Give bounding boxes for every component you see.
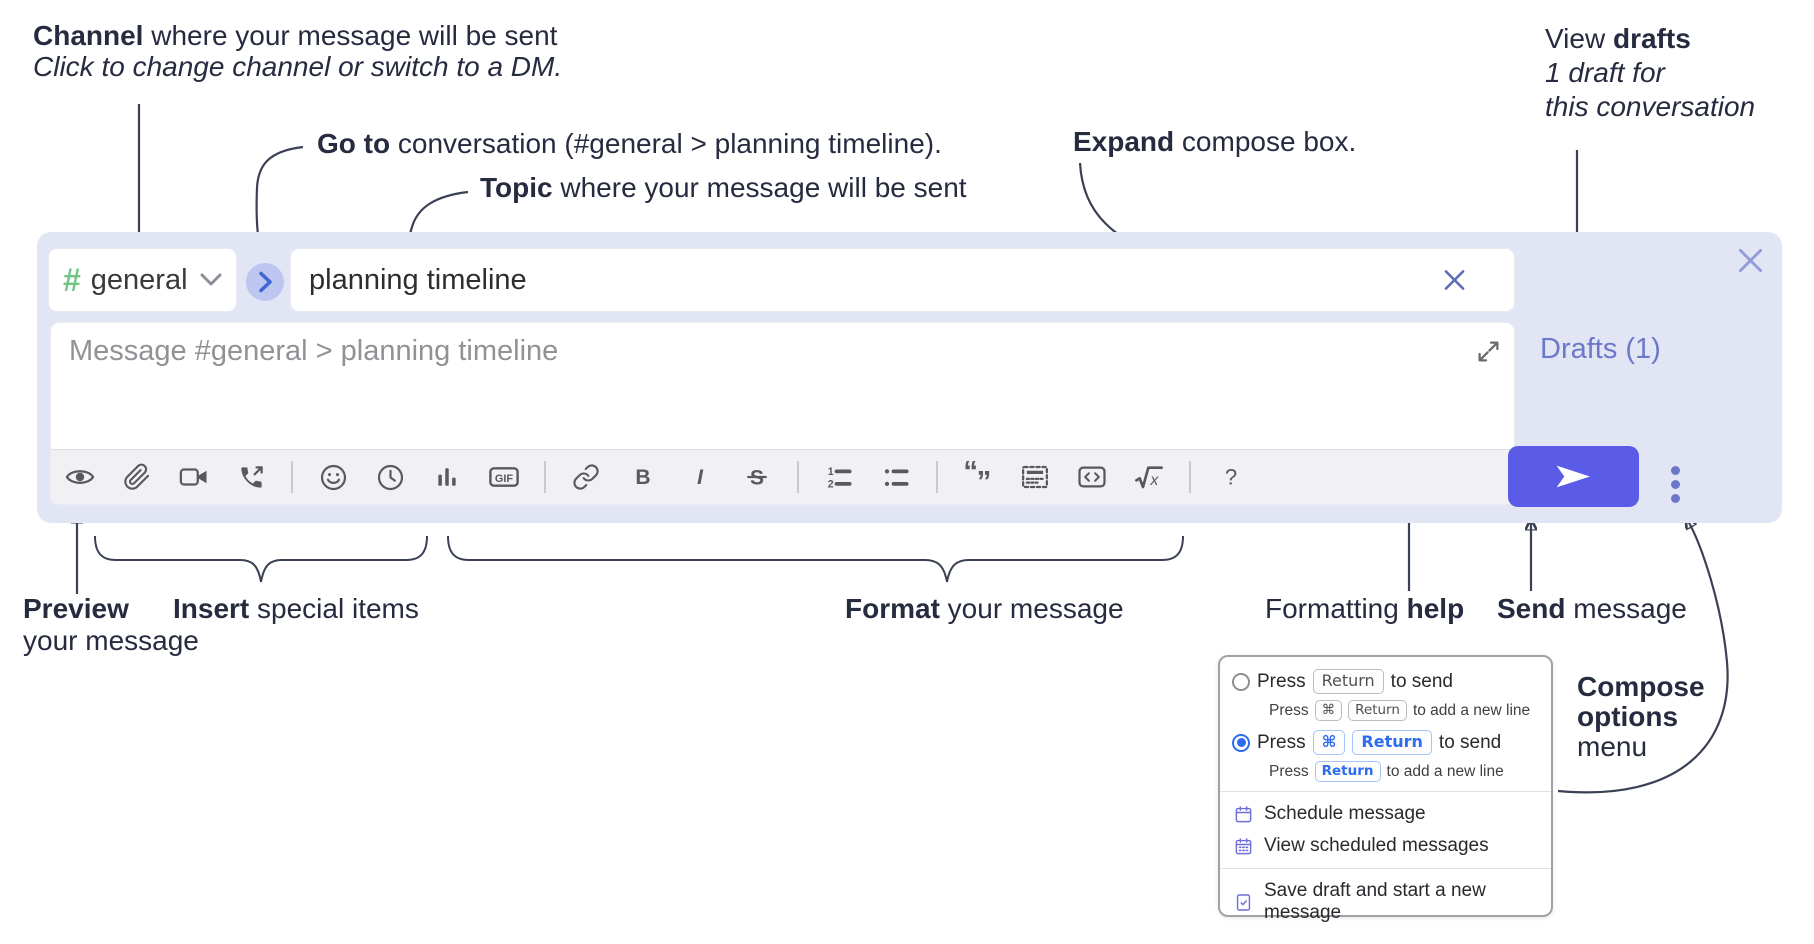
drafts-link[interactable]: Drafts (1) xyxy=(1540,333,1661,365)
expand-compose-button[interactable] xyxy=(1476,339,1501,364)
close-icon xyxy=(1738,248,1762,272)
link-icon[interactable] xyxy=(569,460,603,494)
note-topic: Topic where your message will be sent xyxy=(480,172,967,203)
channel-selector-label: general xyxy=(90,263,188,296)
svg-text:“: “ xyxy=(963,461,978,488)
calendar-icon xyxy=(1235,805,1252,822)
compose-options-popup: Press Return to send Press ⌘ Return to a… xyxy=(1218,655,1553,923)
expand-icon xyxy=(1478,341,1499,362)
calendar-grid-icon xyxy=(1235,837,1252,854)
note-send: Send message xyxy=(1497,593,1687,624)
voice-call-icon[interactable] xyxy=(234,460,268,494)
go-to-conversation-button[interactable] xyxy=(246,263,284,301)
svg-text:x: x xyxy=(1149,472,1159,489)
message-compose-panel: Message #general > planning timeline xyxy=(50,322,1515,505)
send-icon xyxy=(1556,465,1590,488)
note-view-drafts: View drafts 1 draft for this conversatio… xyxy=(1545,23,1756,122)
note-channel: Channel where your message will be sent … xyxy=(33,20,563,82)
return-keycap: Return xyxy=(1314,761,1381,782)
radio-unselected[interactable] xyxy=(1232,672,1250,691)
popup-divider xyxy=(1220,868,1551,869)
note-expand: Expand compose box. xyxy=(1073,126,1357,157)
poll-chart-icon[interactable] xyxy=(430,460,464,494)
video-call-icon[interactable] xyxy=(177,460,211,494)
message-placeholder: Message #general > planning timeline xyxy=(69,335,559,367)
cmd-keycap: ⌘ xyxy=(1312,730,1346,755)
menu-item-save-draft[interactable]: Save draft and start a new message xyxy=(1220,875,1551,929)
send-option-return-sub: Press ⌘ Return to add a new line xyxy=(1220,697,1551,724)
gif-icon[interactable]: GIF xyxy=(487,460,521,494)
math-icon[interactable]: x xyxy=(1132,460,1166,494)
insert-brace xyxy=(94,535,428,583)
preview-eye-icon[interactable] xyxy=(63,460,97,494)
quote-icon[interactable]: “” xyxy=(961,460,995,494)
toolbar-divider xyxy=(797,461,799,493)
clear-topic-button[interactable] xyxy=(1443,269,1466,292)
schedule-clock-icon[interactable] xyxy=(373,460,407,494)
draft-document-check-icon xyxy=(1236,893,1251,911)
format-brace xyxy=(447,535,1184,583)
topic-input[interactable]: planning timeline xyxy=(290,248,1515,312)
toolbar-divider xyxy=(936,461,938,493)
svg-text:1: 1 xyxy=(828,466,834,478)
toolbar-divider xyxy=(291,461,293,493)
note-channel-sub: Click to change channel or switch to a D… xyxy=(33,51,563,82)
send-option-cmd-return-sub: Press Return to add a new line xyxy=(1220,758,1551,785)
svg-text:B: B xyxy=(635,466,650,489)
emoji-smiley-icon[interactable] xyxy=(316,460,350,494)
popup-divider xyxy=(1220,791,1551,792)
return-keycap: Return xyxy=(1312,669,1384,694)
note-insert: Insert special items xyxy=(173,593,419,624)
send-option-cmd-return[interactable]: Press ⌘ Return to send xyxy=(1220,724,1551,758)
note-preview: Preview your message xyxy=(23,593,199,656)
channel-hash-icon: # xyxy=(63,262,81,298)
svg-text:GIF: GIF xyxy=(495,473,514,485)
help-question-icon[interactable]: ? xyxy=(1214,460,1248,494)
bold-icon[interactable]: B xyxy=(626,460,660,494)
compose-options-menu-button[interactable] xyxy=(1667,462,1684,507)
note-formatting-help: Formatting help xyxy=(1265,593,1465,624)
attach-paperclip-icon[interactable] xyxy=(120,460,154,494)
note-channel-bold: Channel xyxy=(33,20,144,51)
return-keycap: Return xyxy=(1348,700,1407,721)
bulleted-list-icon[interactable] xyxy=(879,460,913,494)
compose-box: # general planning timeline Message #gen… xyxy=(37,232,1782,523)
toolbar-divider xyxy=(1189,461,1191,493)
goto-pointer-line xyxy=(257,145,304,243)
send-option-return[interactable]: Press Return to send xyxy=(1220,666,1551,697)
chevron-right-icon xyxy=(258,271,272,293)
return-keycap: Return xyxy=(1352,730,1432,755)
message-textarea[interactable]: Message #general > planning timeline xyxy=(51,323,1514,449)
italic-icon[interactable]: I xyxy=(683,460,717,494)
chevron-down-icon xyxy=(200,273,222,286)
svg-text:2: 2 xyxy=(828,479,834,491)
note-format: Format your message xyxy=(845,593,1124,624)
send-button[interactable] xyxy=(1508,446,1639,507)
channel-selector[interactable]: # general xyxy=(48,248,237,312)
spoiler-icon[interactable] xyxy=(1018,460,1052,494)
note-compose-options: Compose options menu xyxy=(1577,671,1705,762)
cmd-keycap: ⌘ xyxy=(1314,700,1343,721)
svg-text:I: I xyxy=(697,466,704,489)
code-icon[interactable] xyxy=(1075,460,1109,494)
note-goto: Go to conversation (#general > planning … xyxy=(317,128,942,159)
toolbar-divider xyxy=(544,461,546,493)
topic-input-value: planning timeline xyxy=(309,263,527,296)
svg-text:”: ” xyxy=(977,466,992,493)
close-compose-button[interactable] xyxy=(1734,244,1766,276)
strikethrough-icon[interactable]: S xyxy=(740,460,774,494)
close-icon xyxy=(1444,270,1465,290)
menu-item-view-scheduled-messages[interactable]: View scheduled messages xyxy=(1220,830,1551,862)
radio-selected[interactable] xyxy=(1232,733,1250,752)
menu-item-schedule-message[interactable]: Schedule message xyxy=(1220,798,1551,830)
svg-text:?: ? xyxy=(1225,465,1237,490)
